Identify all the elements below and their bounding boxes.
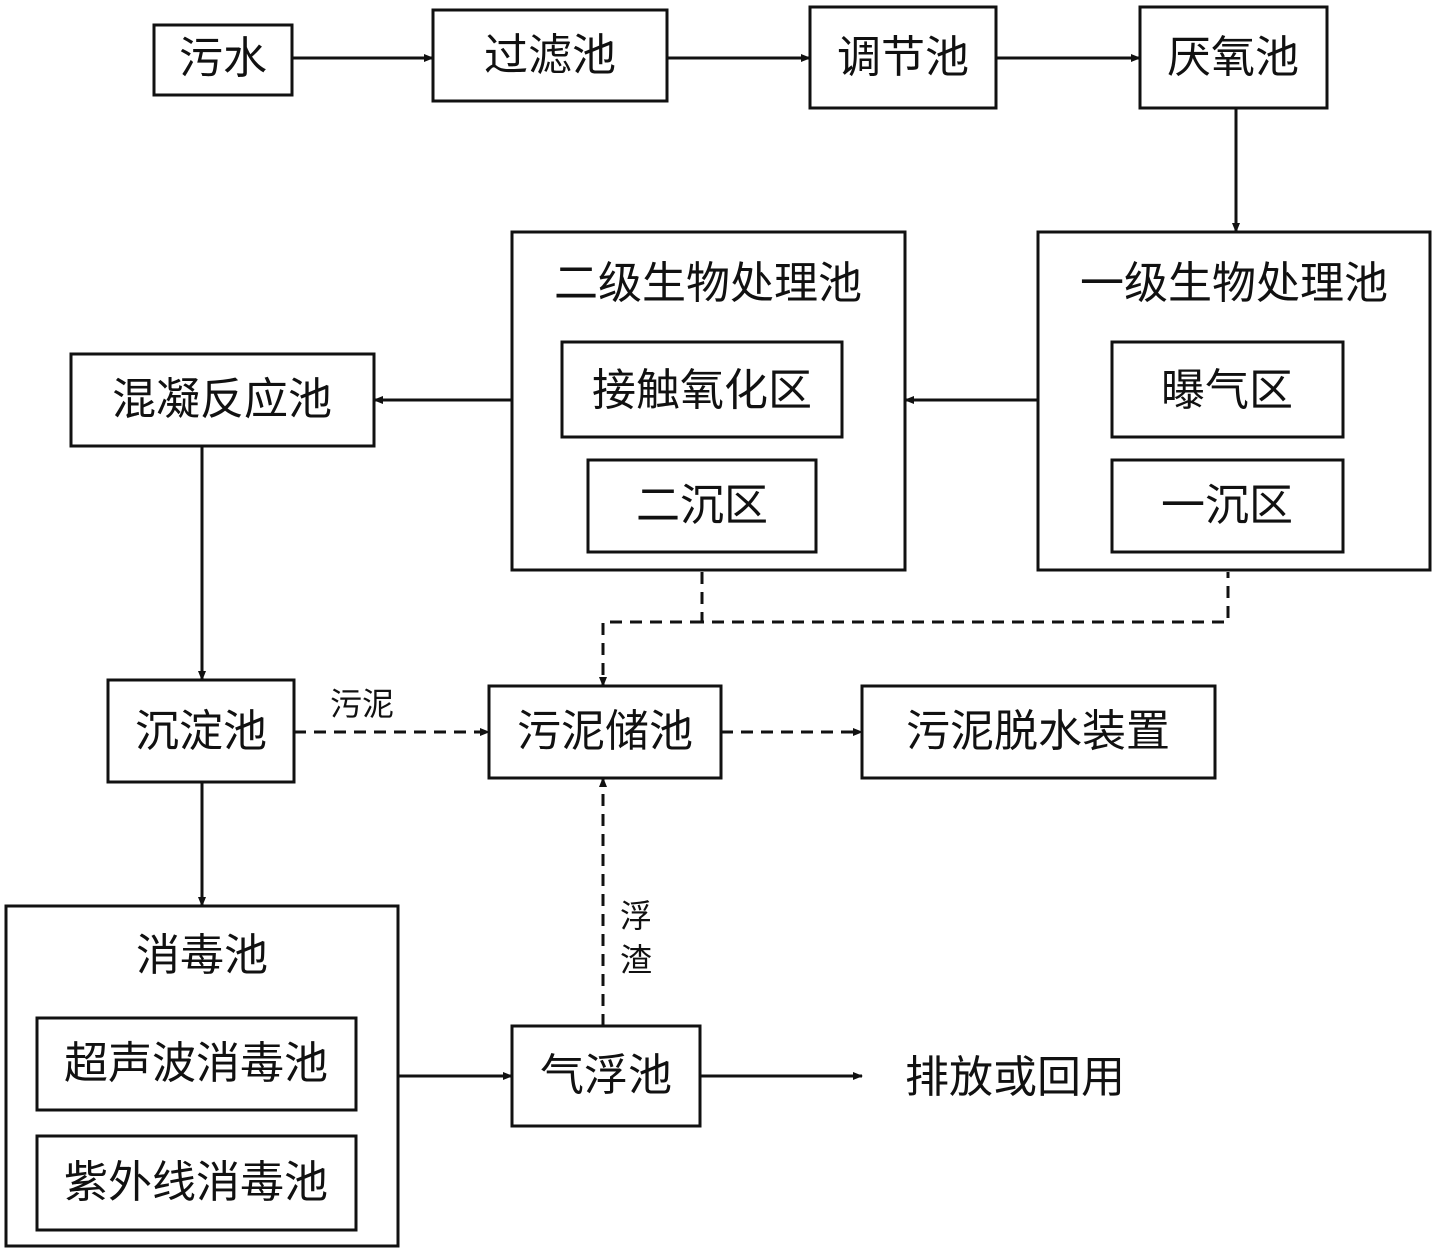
node-secondary-settling-zone: 二沉区	[586, 458, 818, 554]
node-uv-disinfection-tank-label: 紫外线消毒池	[64, 1157, 328, 1208]
node-filter-tank-label: 过滤池	[484, 30, 616, 81]
node-aeration-zone: 曝气区	[1110, 340, 1345, 439]
edge-label-scum-line1: 浮	[620, 897, 652, 935]
edge-settling-sludge-to-storage	[599, 620, 702, 687]
node-uv-disinfection-tank: 紫外线消毒池	[35, 1134, 358, 1232]
edges	[198, 54, 1240, 1080]
edge-secondary-settling-sludge	[700, 552, 1230, 624]
node-discharge-or-reuse: 排放或回用	[905, 1052, 1125, 1103]
node-regulating-tank-label: 调节池	[837, 32, 969, 83]
edge-label-sludge: 污泥	[330, 685, 394, 723]
node-sedimentation-tank: 沉淀池	[106, 678, 296, 784]
node-anaerobic-tank-label: 厌氧池	[1167, 32, 1299, 83]
node-wastewater: 污水	[152, 23, 294, 97]
node-regulating-tank: 调节池	[808, 5, 998, 110]
edge-label-scum-line2: 渣	[620, 941, 652, 979]
node-anaerobic-tank: 厌氧池	[1138, 5, 1329, 110]
node-sludge-dewatering-device: 污泥脱水装置	[860, 684, 1217, 780]
node-discharge-or-reuse-label: 排放或回用	[905, 1052, 1125, 1103]
node-sludge-storage-tank-label: 污泥储池	[517, 706, 693, 757]
node-filter-tank: 过滤池	[431, 8, 669, 103]
node-contact-oxidation-zone: 接触氧化区	[560, 340, 844, 439]
node-primary-settling-zone-label: 一沉区	[1161, 480, 1293, 531]
node-sedimentation-tank-label: 沉淀池	[135, 706, 267, 757]
node-disinfection-tank-label: 消毒池	[136, 930, 268, 981]
node-contact-oxidation-zone-label: 接触氧化区	[592, 365, 812, 416]
node-coagulation-tank-label: 混凝反应池	[112, 374, 332, 425]
node-aeration-zone-label: 曝气区	[1161, 365, 1293, 416]
node-ultrasonic-disinfection-tank-label: 超声波消毒池	[64, 1038, 328, 1089]
node-sludge-dewatering-device-label: 污泥脱水装置	[906, 706, 1170, 757]
node-primary-settling-zone: 一沉区	[1110, 458, 1345, 554]
node-primary-bio-tank-label: 一级生物处理池	[1080, 258, 1388, 309]
node-air-flotation-tank-label: 气浮池	[540, 1050, 672, 1101]
node-secondary-settling-zone-label: 二沉区	[636, 480, 768, 531]
node-sludge-storage-tank: 污泥储池	[487, 684, 723, 780]
node-ultrasonic-disinfection-tank: 超声波消毒池	[35, 1016, 358, 1112]
node-wastewater-label: 污水	[179, 33, 267, 84]
node-coagulation-tank: 混凝反应池	[69, 352, 376, 448]
node-air-flotation-tank: 气浮池	[510, 1024, 702, 1128]
node-secondary-bio-tank-label: 二级生物处理池	[554, 258, 862, 309]
